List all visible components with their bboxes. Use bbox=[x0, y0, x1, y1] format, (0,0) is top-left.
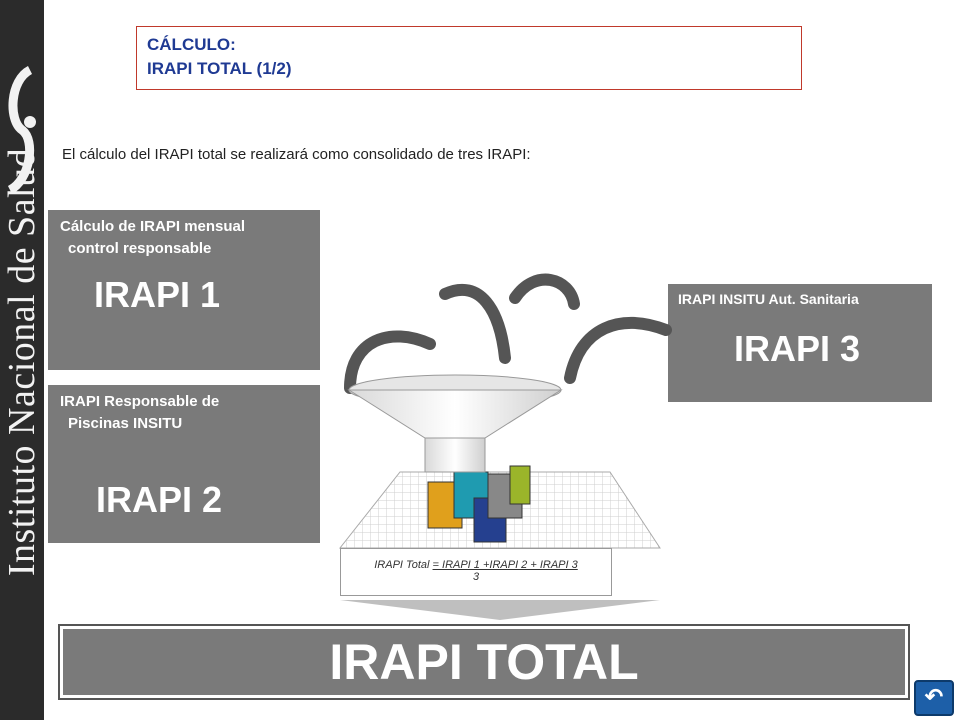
formula-denominator: 3 bbox=[472, 571, 480, 583]
funnel-body bbox=[347, 389, 563, 439]
irapi-2-caption-2: Piscinas INSITU bbox=[68, 415, 183, 432]
irapi-2-label: IRAPI 2 bbox=[96, 479, 223, 520]
document-icons bbox=[427, 465, 531, 543]
irapi-total-banner: IRAPI TOTAL bbox=[58, 624, 910, 700]
institution-name: Instituto Nacional de Salud bbox=[1, 147, 43, 577]
formula-box: IRAPI Total = IRAPI 1 +IRAPI 2 + IRAPI 3… bbox=[340, 548, 612, 596]
formula-expression: = IRAPI 1 +IRAPI 2 + IRAPI 3 bbox=[432, 559, 578, 571]
formula-prefix: IRAPI Total bbox=[374, 559, 433, 571]
curved-arrows bbox=[344, 273, 672, 394]
funnel-graphic bbox=[338, 273, 672, 620]
funnel-spout bbox=[424, 437, 486, 473]
down-arrow bbox=[340, 600, 660, 620]
irapi-1-box: Cálculo de IRAPI mensual control respons… bbox=[48, 210, 320, 370]
slide-title: CÁLCULO: IRAPI TOTAL (1/2) bbox=[136, 26, 802, 90]
irapi-3-caption: IRAPI INSITU Aut. Sanitaria bbox=[678, 291, 859, 307]
irapi-1-caption-2: control responsable bbox=[68, 240, 212, 257]
intro-text: El cálculo del IRAPI total se realizará … bbox=[62, 146, 531, 163]
return-button[interactable]: ↶ bbox=[914, 680, 954, 716]
ins-logo bbox=[7, 65, 36, 195]
sidebar: Instituto Nacional de Salud bbox=[0, 0, 44, 720]
irapi-3-box: IRAPI INSITU Aut. Sanitaria IRAPI 3 bbox=[668, 284, 932, 402]
title-line-2: IRAPI TOTAL (1/2) bbox=[147, 59, 292, 78]
return-icon: ↶ bbox=[924, 684, 944, 709]
irapi-2-caption-1: IRAPI Responsable de bbox=[60, 393, 220, 410]
irapi-1-caption-1: Cálculo de IRAPI mensual bbox=[60, 218, 246, 235]
irapi-2-box: IRAPI Responsable de Piscinas INSITU IRA… bbox=[48, 385, 320, 543]
title-line-1: CÁLCULO: bbox=[147, 35, 236, 54]
irapi-1-label: IRAPI 1 bbox=[94, 274, 221, 315]
irapi-3-label: IRAPI 3 bbox=[734, 328, 861, 369]
